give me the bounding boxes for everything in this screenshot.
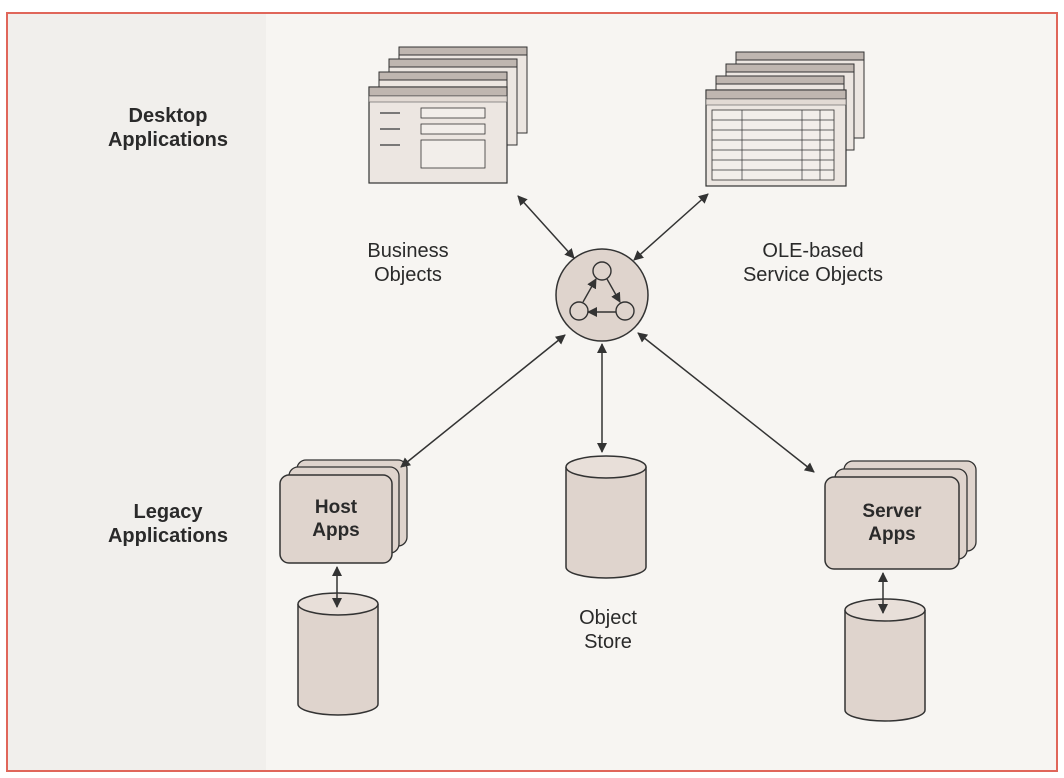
server-apps-box [824,476,960,570]
diagram-frame: Desktop Applications Legacy Applications… [6,12,1058,772]
ole-service-objects-window-stack [705,51,865,187]
business-objects-window-stack [368,46,528,184]
object-store-label: Object Store [579,607,637,654]
host-apps-connector [400,334,566,468]
server-apps-stack [824,460,977,570]
ole-service-objects-label: OLE-based Service Objects [742,240,884,287]
desktop-applications-label: Desktop Applications [107,105,228,152]
server-apps-connector [637,332,815,473]
host-apps-label: Host Apps [312,497,360,542]
host-apps-box [279,474,393,564]
object-bus-hub [555,248,649,342]
diagram-canvas [279,46,977,722]
left-band [8,14,266,770]
service-objects-connector [633,193,709,261]
business-objects-connector [517,195,575,259]
server-apps-database-cylinder [844,598,926,722]
host-apps-database-cylinder [297,592,379,716]
server-apps-label: Server Apps [862,501,922,546]
object-store-cylinder [565,455,647,579]
legacy-applications-label: Legacy Applications [107,501,228,548]
business-objects-label: Business Objects [367,240,449,287]
host-apps-stack [279,459,408,564]
